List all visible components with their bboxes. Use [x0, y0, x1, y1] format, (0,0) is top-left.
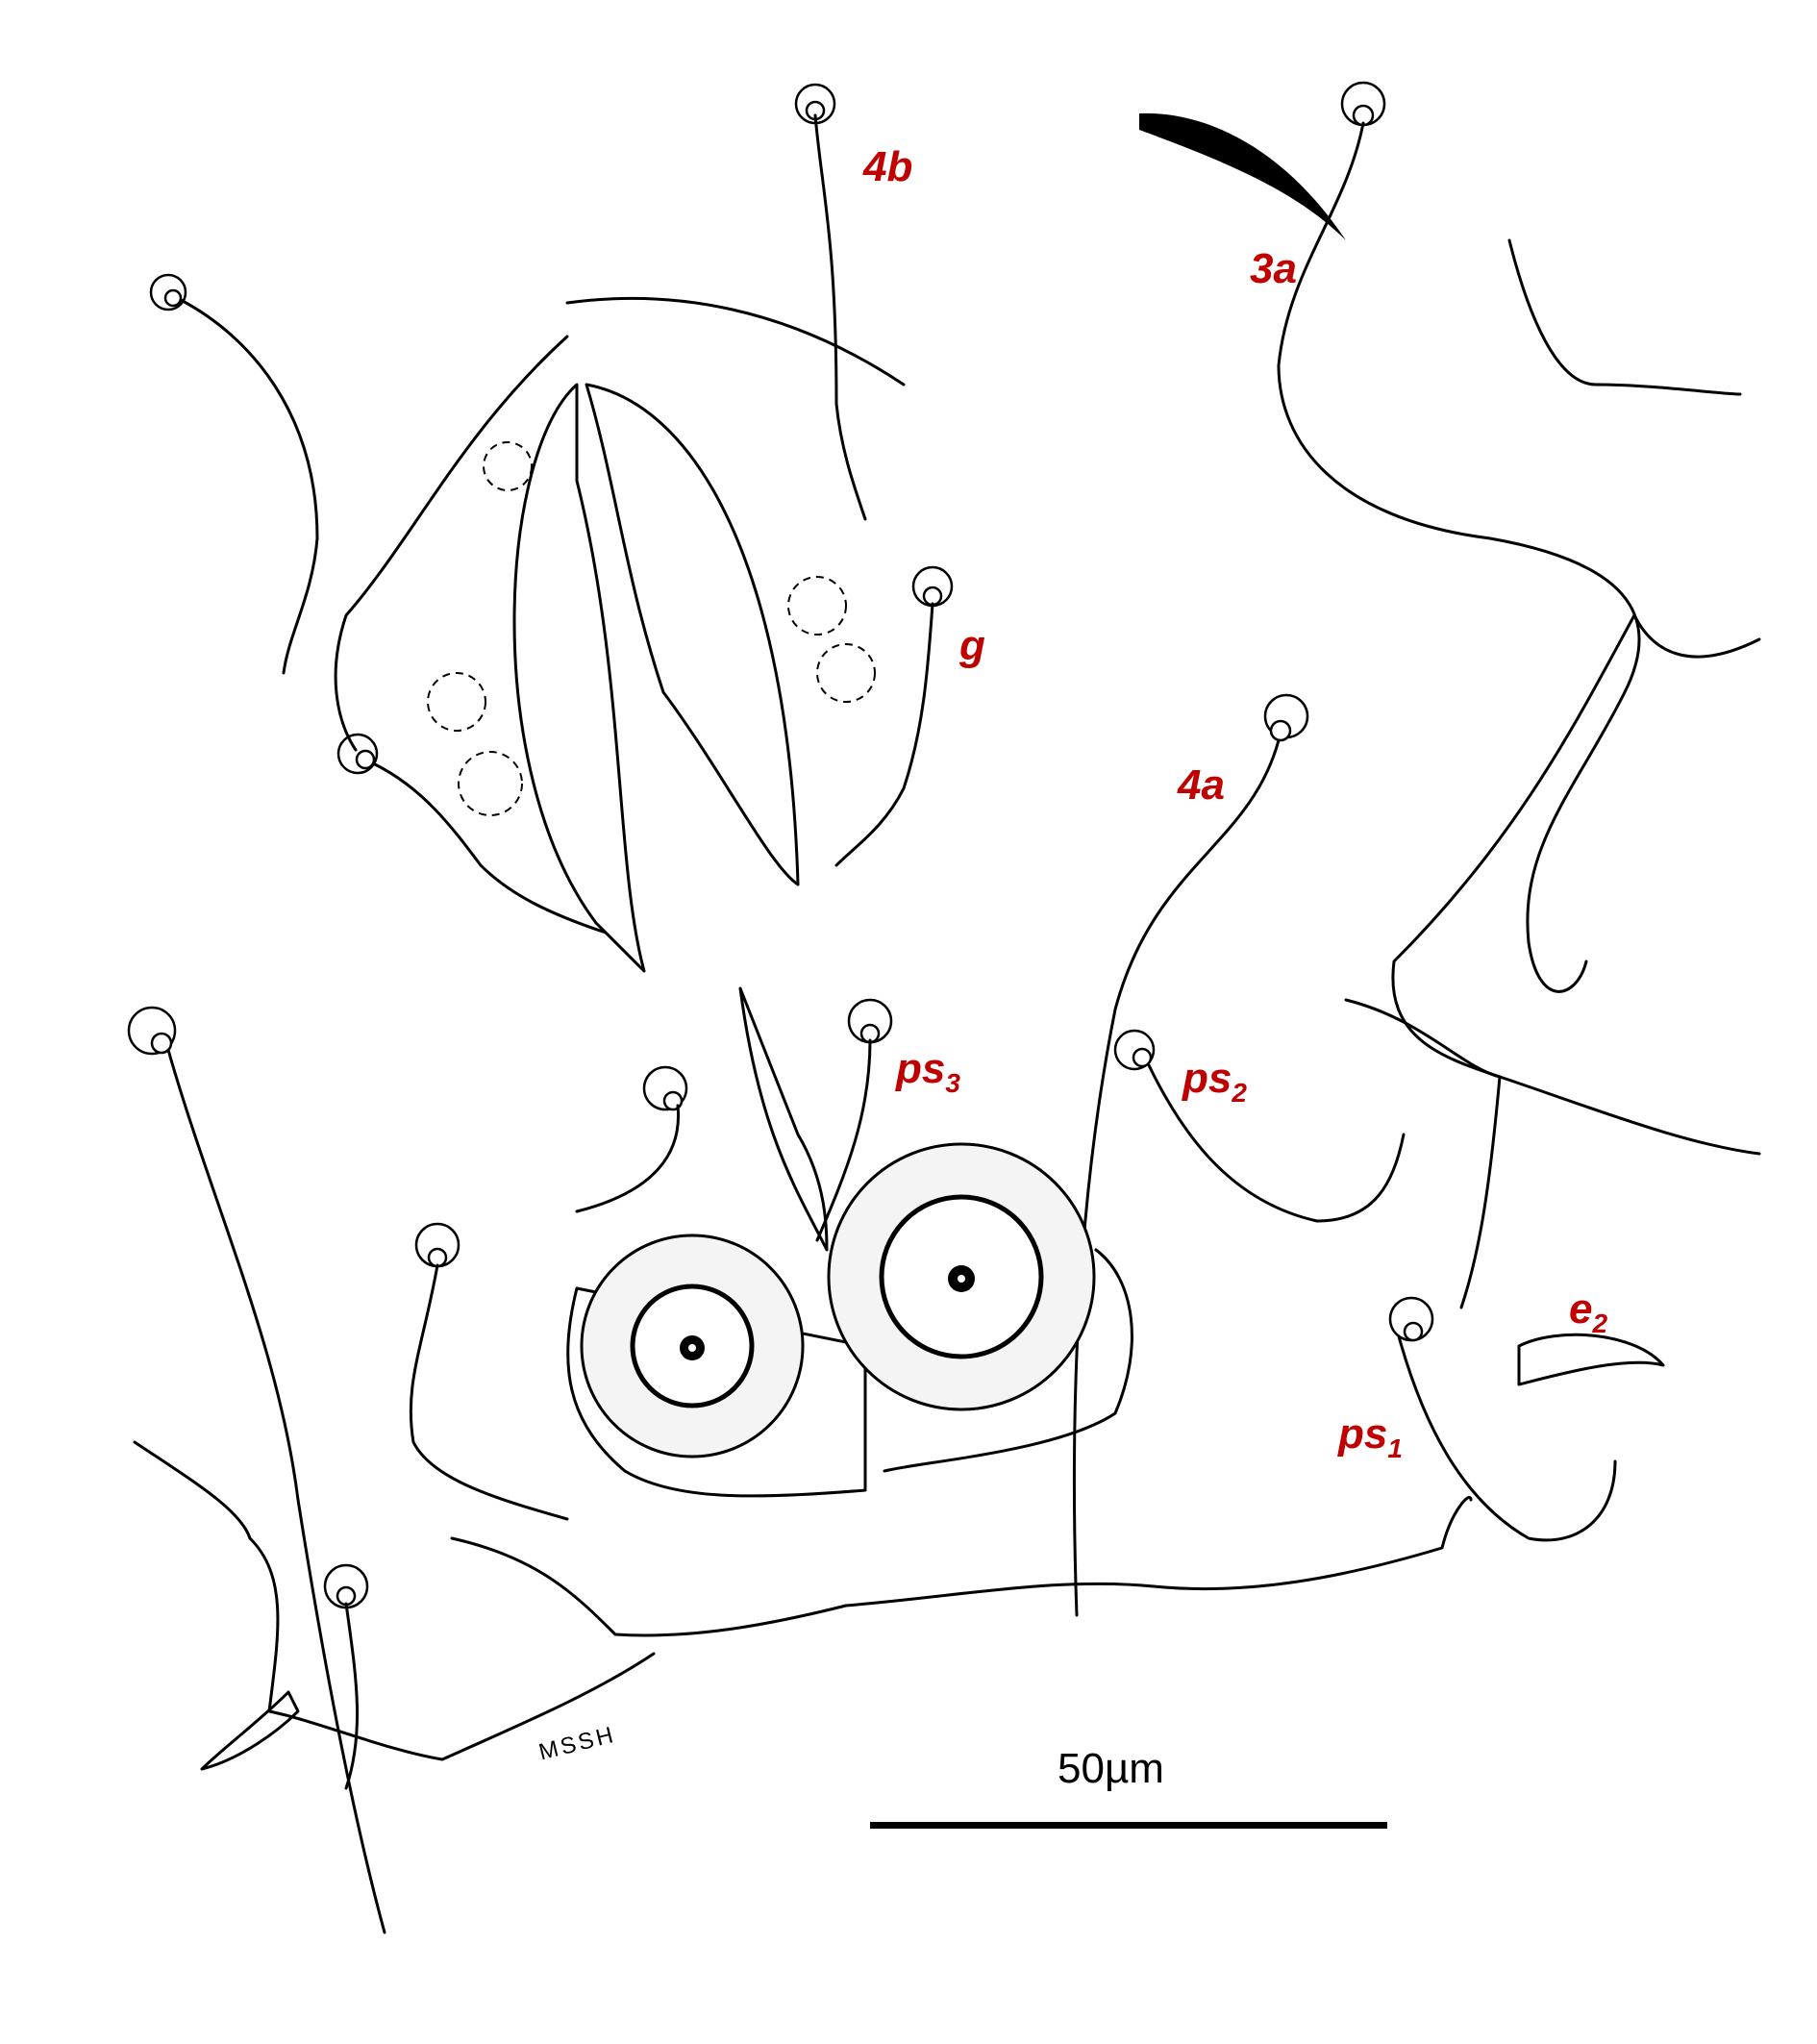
body-contour-right-lower	[1391, 613, 1761, 1156]
genital-valve-right	[585, 383, 800, 886]
label-4a: 4a	[1178, 761, 1225, 809]
dashed-gland-structures	[427, 441, 876, 816]
body-contour-top	[565, 296, 906, 386]
label-g: g	[959, 622, 985, 669]
genital-valve-left	[512, 383, 646, 973]
seta-lower-left	[127, 1006, 386, 1934]
anal-plate-right	[827, 1142, 1133, 1473]
seta-upper-left	[149, 273, 319, 675]
body-contour-lower-left	[133, 1440, 656, 1761]
seta-ps3	[815, 998, 893, 1242]
claw-lower-left	[200, 1690, 300, 1771]
label-3a: 3a	[1250, 245, 1297, 292]
seta-4b	[794, 83, 867, 521]
label-ps1: ps1	[1338, 1410, 1403, 1463]
dark-sclerite	[1139, 112, 1346, 240]
body-contour-right	[1507, 238, 1742, 396]
seta-center-left	[409, 1222, 569, 1521]
anal-spike	[738, 986, 829, 1252]
scale-bar	[870, 1822, 1387, 1829]
label-e2: e2	[1569, 1285, 1608, 1338]
body-contour-bottom	[450, 1496, 1473, 1637]
seta-g	[834, 565, 954, 867]
claw-e2	[1517, 1333, 1665, 1386]
seta-bottom-left	[323, 1563, 369, 1790]
body-contour-mid	[1344, 998, 1502, 1309]
seta-mid-left	[336, 733, 608, 935]
seta-ps3-small	[575, 1065, 688, 1213]
seta-4a	[1072, 693, 1309, 1617]
label-4b: 4b	[863, 143, 913, 190]
label-ps3: ps3	[896, 1045, 960, 1098]
genital-outline	[334, 335, 569, 752]
seta-ps2	[1113, 1029, 1406, 1223]
seta-ps1	[1388, 1296, 1617, 1542]
anal-plate-left	[566, 1234, 867, 1498]
seta-3a	[1277, 81, 1641, 993]
label-ps2: ps2	[1182, 1055, 1247, 1108]
scale-bar-label: 50µm	[1058, 1745, 1164, 1792]
